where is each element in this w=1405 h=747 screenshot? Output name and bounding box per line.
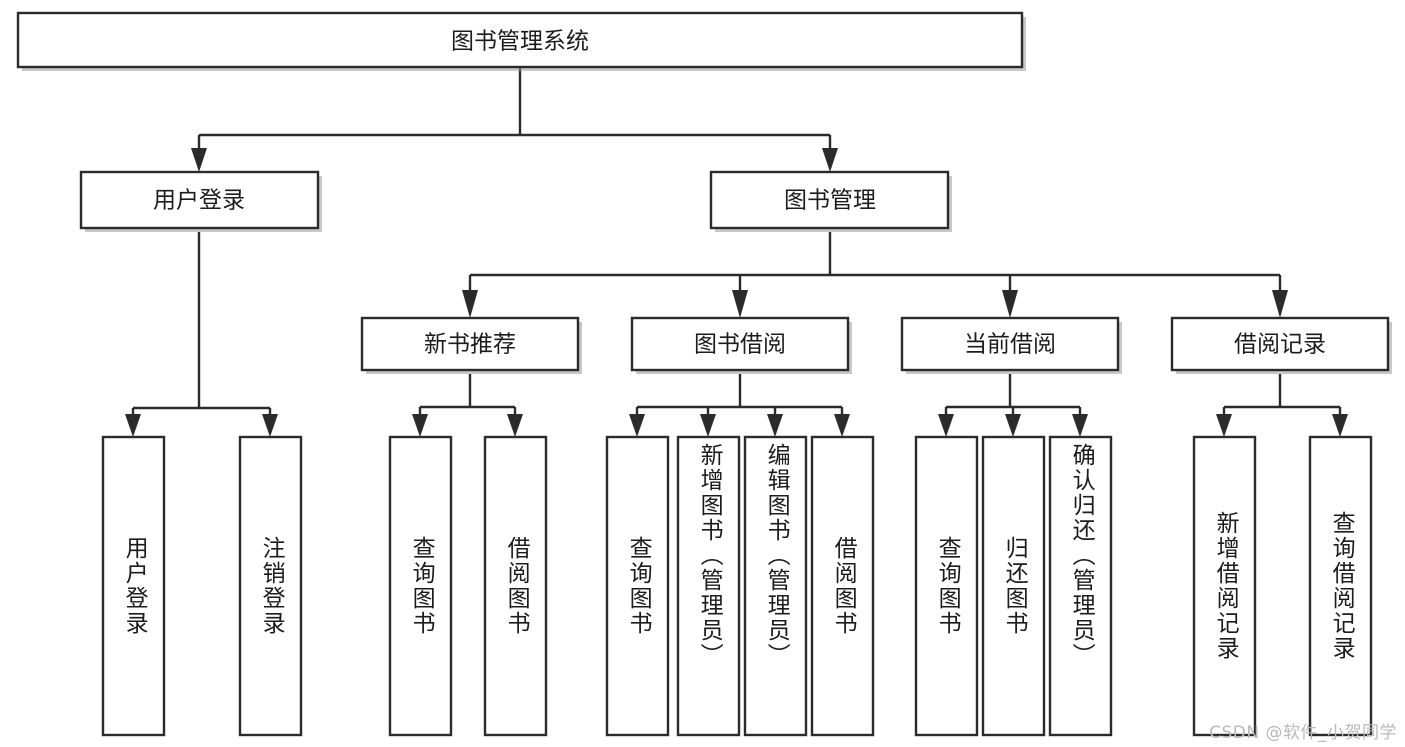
- arrow-currentborrow-leaf-2: [1005, 414, 1021, 437]
- node-user-login-label: 用户登录: [153, 188, 245, 214]
- leaf-box-user-login[interactable]: [101, 435, 166, 737]
- node-book-manage[interactable]: 图书管理: [709, 170, 952, 232]
- arrow-bookmanage-to-bookborrow: [732, 290, 748, 318]
- node-root[interactable]: 图书管理系统: [16, 11, 1026, 71]
- arrow-userlogin-leaf-1: [125, 414, 141, 437]
- node-new-book-recommend-box[interactable]: [360, 316, 580, 372]
- leaf-box-confirm-return[interactable]: [1048, 435, 1113, 737]
- node-current-borrow-box[interactable]: [900, 316, 1120, 372]
- node-book-manage-label: 图书管理: [784, 188, 876, 214]
- arrow-bookborrow-leaf-2: [700, 414, 716, 437]
- leaf-box-borrow-book-2[interactable]: [810, 435, 875, 737]
- node-book-borrow[interactable]: 图书借阅: [630, 316, 852, 374]
- arrow-root-to-book-manage: [822, 148, 838, 172]
- arrow-bookmanage-to-borrowrecord: [1272, 290, 1288, 318]
- node-new-book-recommend[interactable]: 新书推荐: [360, 316, 582, 374]
- leaf-box-borrow-book-1[interactable]: [483, 435, 548, 737]
- arrow-bookmanage-to-currentborrow: [1002, 290, 1018, 318]
- leaf-box-group: [101, 435, 1373, 737]
- leaf-box-edit-book[interactable]: [743, 435, 808, 737]
- node-borrow-record-label: 借阅记录: [1234, 332, 1326, 358]
- node-user-login-box[interactable]: [79, 170, 320, 230]
- arrow-root-to-user-login: [191, 148, 207, 172]
- leaf-box-query-record[interactable]: [1308, 435, 1373, 737]
- arrow-bookborrow-leaf-4: [834, 414, 850, 437]
- arrow-bookborrow-leaf-1: [629, 414, 645, 437]
- leaf-box-query-book-1[interactable]: [388, 435, 453, 737]
- arrow-bookborrow-leaf-3: [767, 414, 783, 437]
- connector-group: [125, 67, 1348, 437]
- leaf-box-query-book-3[interactable]: [914, 435, 979, 737]
- arrow-newbook-leaf-1: [412, 414, 428, 437]
- arrow-userlogin-leaf-2: [262, 414, 278, 437]
- node-root-label: 图书管理系统: [451, 29, 589, 55]
- node-book-manage-box[interactable]: [709, 170, 950, 230]
- node-book-borrow-label: 图书借阅: [694, 332, 786, 358]
- leaf-box-return-book[interactable]: [981, 435, 1046, 737]
- leaf-box-add-record[interactable]: [1192, 435, 1257, 737]
- arrow-newbook-leaf-2: [507, 414, 523, 437]
- node-user-login[interactable]: 用户登录: [79, 170, 322, 232]
- leaf-box-query-book-2[interactable]: [605, 435, 670, 737]
- node-current-borrow[interactable]: 当前借阅: [900, 316, 1122, 374]
- node-borrow-record-box[interactable]: [1170, 316, 1390, 372]
- arrow-currentborrow-leaf-3: [1072, 414, 1088, 437]
- node-book-borrow-box[interactable]: [630, 316, 850, 372]
- node-root-box[interactable]: [16, 11, 1024, 69]
- arrow-borrowrecord-leaf-1: [1216, 414, 1232, 437]
- arrow-currentborrow-leaf-1: [938, 414, 954, 437]
- arrow-borrowrecord-leaf-2: [1332, 414, 1348, 437]
- node-current-borrow-label: 当前借阅: [964, 332, 1056, 358]
- arrow-bookmanage-to-newbook: [462, 290, 478, 318]
- node-borrow-record[interactable]: 借阅记录: [1170, 316, 1392, 374]
- leaf-box-user-logout[interactable]: [238, 435, 303, 737]
- leaf-box-add-book[interactable]: [676, 435, 741, 737]
- node-new-book-recommend-label: 新书推荐: [424, 332, 516, 358]
